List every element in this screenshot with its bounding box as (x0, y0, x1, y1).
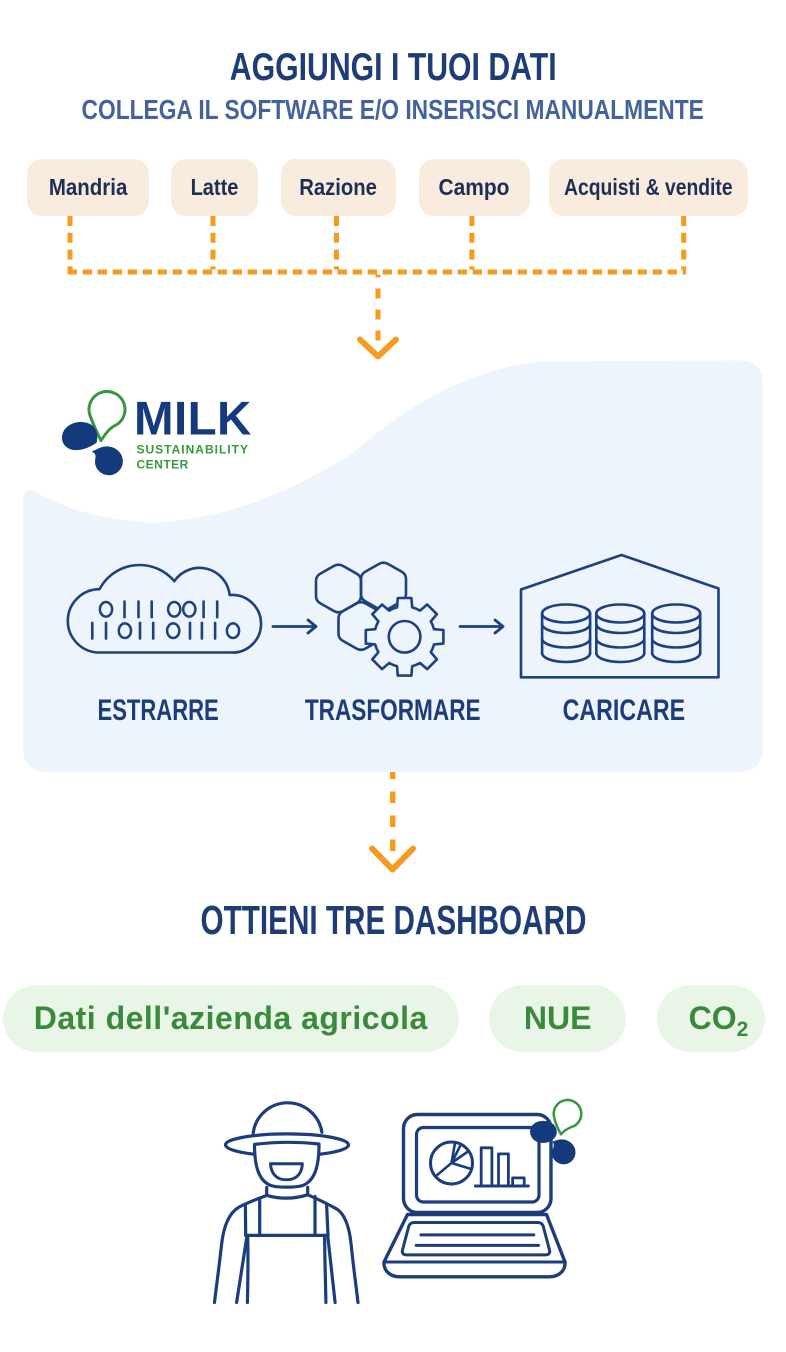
svg-text:MILK: MILK (134, 393, 252, 446)
svg-text:CENTER: CENTER (137, 458, 189, 472)
svg-text:SUSTAINABILITY: SUSTAINABILITY (137, 443, 249, 457)
